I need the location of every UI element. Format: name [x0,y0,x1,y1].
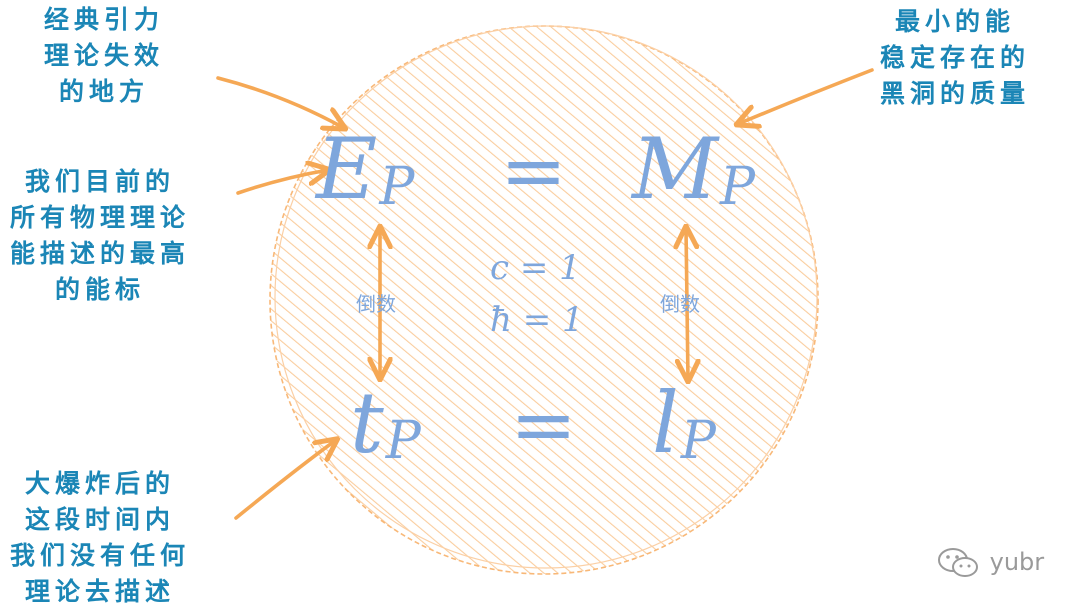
arrow-bottom-left [234,440,336,520]
unit-reduced-planck: ħ = 1 [490,300,584,340]
note-line: 所有物理理论 [10,203,191,232]
watermark-text: yubr [989,548,1045,576]
note-line: 能描述的最高 [10,239,191,268]
planck-mass: MP [632,120,756,218]
note-line: 我们没有任何 [10,541,191,570]
planck-length: lP [652,374,716,472]
note-line: 的地方 [59,77,150,106]
note-line: 最小的能 [895,7,1016,36]
note-line: 的能标 [55,275,146,304]
equals-sign-top: = [500,124,568,217]
note-line: 我们目前的 [25,167,176,196]
reciprocal-arrow-right [686,228,688,380]
hatched-circle [269,25,819,575]
note-highest-energy-scale: 我们目前的 所有物理理论 能描述的最高 的能标 [10,164,190,308]
arrow-mid-left [236,170,328,195]
note-line: 这段时间内 [25,505,176,534]
reciprocal-label-left: 倒数 [356,292,396,316]
watermark: yubr [936,545,1044,581]
note-line: 黑洞的质量 [880,79,1031,108]
note-line: 稳定存在的 [880,43,1031,72]
arrow-top-left [216,76,344,128]
unit-speed-of-light: c = 1 [490,248,581,288]
planck-time: tP [350,374,421,472]
note-classical-gravity-failure: 经典引力 理论失效 的地方 [44,2,164,110]
note-line: 理论去描述 [25,577,176,606]
note-after-big-bang: 大爆炸后的 这段时间内 我们没有任何 理论去描述 [10,466,190,610]
equals-sign-bottom: = [510,378,578,471]
arrow-top-right [738,68,874,124]
note-smallest-black-hole-mass: 最小的能 稳定存在的 黑洞的质量 [880,4,1030,112]
note-line: 理论失效 [44,41,165,70]
planck-energy: EP [316,120,415,218]
note-line: 经典引力 [44,5,165,34]
note-line: 大爆炸后的 [25,469,176,498]
reciprocal-label-right: 倒数 [660,292,700,316]
wechat-icon [938,548,978,577]
